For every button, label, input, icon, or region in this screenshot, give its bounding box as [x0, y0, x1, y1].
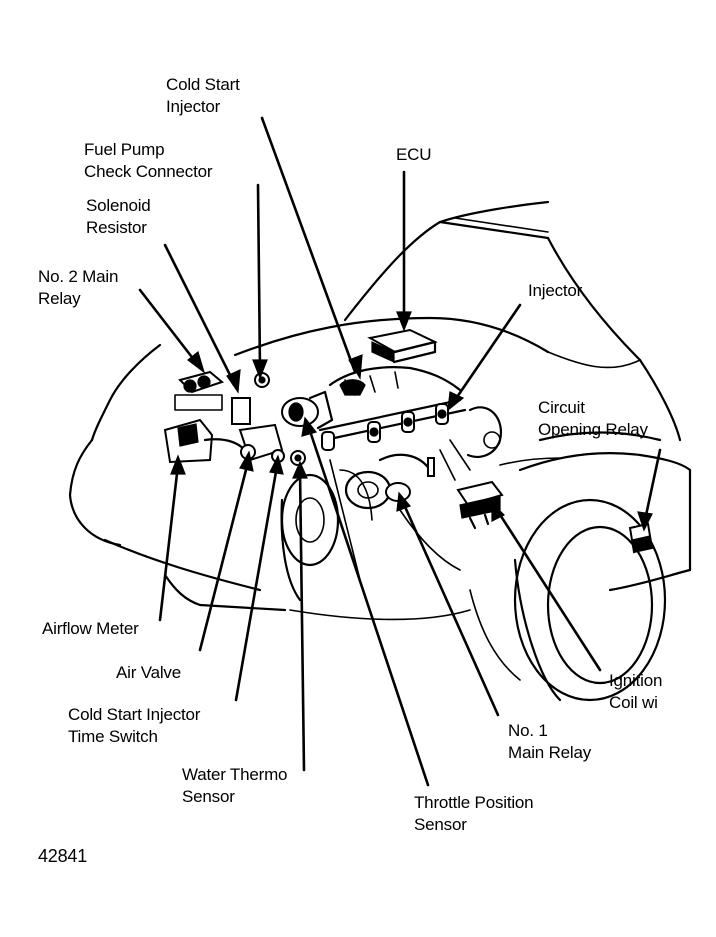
- label-airflow-meter: Airflow Meter: [42, 619, 139, 638]
- label-cold-start-injector: Cold Start Injector: [166, 75, 240, 116]
- label-no1-main-relay: No. 1 Main Relay: [508, 721, 592, 762]
- label-water-thermo-sensor: Water Thermo Sensor: [182, 765, 288, 806]
- label-solenoid-resistor: Solenoid Resistor: [86, 196, 151, 237]
- label-cold-start-injector-time-switch: Cold Start Injector Time Switch: [68, 705, 201, 746]
- label-circuit-opening-relay: Circuit Opening Relay: [538, 398, 648, 439]
- label-fuel-pump-check-connector: Fuel Pump Check Connector: [84, 140, 213, 181]
- label-no2-main-relay: No. 2 Main Relay: [38, 267, 119, 308]
- label-ecu: ECU: [396, 145, 432, 164]
- figure-number: 42841: [38, 846, 88, 866]
- injectors: [321, 403, 449, 451]
- engine-assembly: [163, 328, 654, 602]
- car-body-outline: [68, 200, 692, 702]
- label-air-valve: Air Valve: [116, 663, 181, 682]
- label-throttle-position-sensor: Throttle Position Sensor: [414, 793, 534, 834]
- leader-lines: [138, 116, 662, 787]
- label-injector: Injector: [528, 281, 583, 300]
- label-ignition-coil: Ignition Coil wi: [609, 671, 663, 712]
